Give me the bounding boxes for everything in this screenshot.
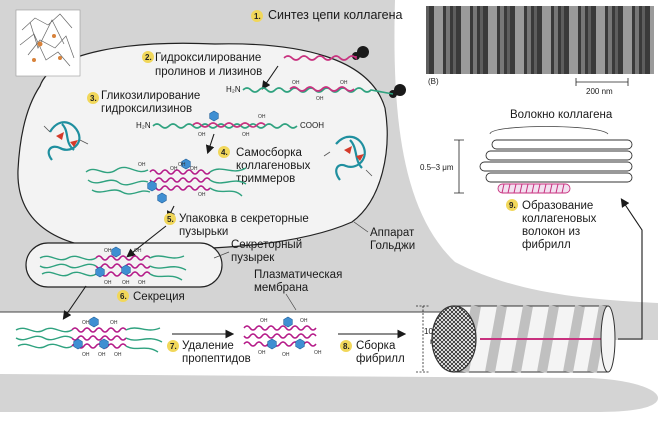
svg-text:OH: OH <box>138 280 146 286</box>
svg-text:2.: 2. <box>145 53 152 62</box>
step-7-badge <box>167 340 179 352</box>
procollagen-trimer-vesicle: OH OH OH OH OH <box>39 246 187 286</box>
ribosome-1 <box>357 46 369 58</box>
svg-text:OH: OH <box>316 96 324 102</box>
svg-text:OH: OH <box>260 318 268 324</box>
golgi-lumen <box>17 42 388 251</box>
svg-text:OH: OH <box>104 280 112 286</box>
vesicle-label-line2: пузырек <box>231 252 275 264</box>
micrograph-panel-label: (B) <box>428 77 439 86</box>
step-7-label-line2: пропептидов <box>182 353 251 365</box>
arrow-step3-to-step4 <box>205 133 215 155</box>
golgi-label-line2: Гольджи <box>370 240 415 252</box>
svg-text:6.: 6. <box>120 292 127 301</box>
protein-structure-thumbnail <box>15 9 81 77</box>
membrane-label-line1: Плазматическая <box>254 269 342 281</box>
svg-text:OH: OH <box>178 162 186 168</box>
arrow-step5-to-vesicle <box>126 225 167 258</box>
step-5-label-line2: пузырьки <box>179 226 228 238</box>
collagen-chain-2 <box>242 87 394 95</box>
step-9-label-line3: волокон из <box>522 226 580 238</box>
svg-text:OH: OH <box>134 248 142 254</box>
step-8-label-line2: фибрилл <box>356 353 405 365</box>
fiber-thickness-label: 0.5–3 μm <box>420 163 454 172</box>
step-8-badge <box>340 340 352 352</box>
svg-text:OH: OH <box>82 352 90 358</box>
step-9-label-line4: фибрилл <box>522 239 571 251</box>
step-2-label-line1: Гидроксилирование <box>155 52 261 64</box>
svg-text:OH: OH <box>98 352 106 358</box>
svg-text:OH: OH <box>122 280 130 286</box>
svg-text:8.: 8. <box>343 342 350 351</box>
step-6-badge <box>117 290 129 302</box>
svg-text:OH: OH <box>292 80 300 86</box>
collagen-chain-1 <box>283 55 357 61</box>
svg-text:OH: OH <box>242 132 250 138</box>
arrow-step2-to-step3 <box>261 65 279 90</box>
svg-text:OH: OH <box>198 192 206 198</box>
svg-text:4.: 4. <box>221 148 228 157</box>
svg-text:OH: OH <box>258 350 266 356</box>
step-3-badge <box>87 92 99 104</box>
fiber-label: Волокно коллагена <box>510 109 613 121</box>
step-4-label-line1: Самосборка <box>236 147 303 159</box>
svg-text:OH: OH <box>314 350 322 356</box>
ribosome-2 <box>394 84 406 96</box>
svg-text:7.: 7. <box>170 342 177 351</box>
step-4-label-line3: триммеров <box>236 173 295 185</box>
step-2-label-line2: пролинов и лизинов <box>155 66 262 78</box>
golgi-label-line1: Аппарат <box>370 227 415 239</box>
step-9-label-line1: Образование <box>522 200 593 212</box>
step-2-badge <box>142 51 154 63</box>
step-7-label-line1: Удаление <box>182 340 234 352</box>
svg-text:OH: OH <box>340 80 348 86</box>
protein-ribbon-left <box>43 121 89 161</box>
svg-text:OH: OH <box>258 114 266 120</box>
step-4-label-line2: коллагеновых <box>236 160 311 172</box>
svg-text:1.: 1. <box>254 12 261 21</box>
step-9-label-line2: коллагеновых <box>522 213 597 225</box>
step-6-label: Секреция <box>133 291 185 303</box>
procollagen-trimer-extracellular: OH OH OH OH OH <box>15 316 163 358</box>
svg-text:OH: OH <box>114 352 122 358</box>
svg-text:OH: OH <box>190 166 198 172</box>
step-4-badge <box>218 146 230 158</box>
svg-text:OH: OH <box>110 320 118 326</box>
tropocollagen: OH OH OH OH OH <box>243 316 322 358</box>
svg-text:3.: 3. <box>90 94 97 103</box>
vesicle-label-line1: Секреторный <box>231 239 302 251</box>
arrow-vesicle-to-secretion <box>62 285 87 320</box>
step-1-badge <box>251 10 263 22</box>
svg-text:OH: OH <box>300 318 308 324</box>
svg-text:OH: OH <box>198 132 206 138</box>
scale-bar-label: 200 nm <box>586 87 613 96</box>
chain3-c-terminus: COOH <box>300 121 324 130</box>
protein-ribbon-right <box>323 135 373 181</box>
svg-text:OH: OH <box>82 320 90 326</box>
cell-bottom-strip <box>0 374 658 412</box>
collagen-fiber <box>479 139 633 194</box>
svg-text:OH: OH <box>138 162 146 168</box>
arrow-step9 <box>618 198 643 340</box>
svg-text:OH: OH <box>104 248 112 254</box>
step-9-badge <box>506 199 518 211</box>
step-3-label-line1: Гликозилирование <box>101 90 200 102</box>
step-5-badge <box>164 213 176 225</box>
step-3-label-line2: гидроксилизинов <box>101 103 192 115</box>
procollagen-trimer-golgi: OH OH OH OH OH <box>85 158 247 204</box>
svg-text:9.: 9. <box>509 201 516 210</box>
svg-text:5.: 5. <box>167 215 174 224</box>
svg-text:OH: OH <box>282 352 290 358</box>
chain2-n-terminus: H₂N <box>226 85 241 94</box>
svg-text:OH: OH <box>170 166 178 172</box>
collagen-fibril <box>431 305 616 373</box>
chain3-n-terminus: H₂N <box>136 121 151 130</box>
micrograph-panel: (B) 200 nm <box>426 6 654 96</box>
step-5-label-line1: Упаковка в секреторные <box>179 213 309 225</box>
step-8-label-line1: Сборка <box>356 340 396 352</box>
step-1-label: Синтез цепи коллагена <box>268 8 403 22</box>
membrane-label-line2: мембрана <box>254 282 309 294</box>
